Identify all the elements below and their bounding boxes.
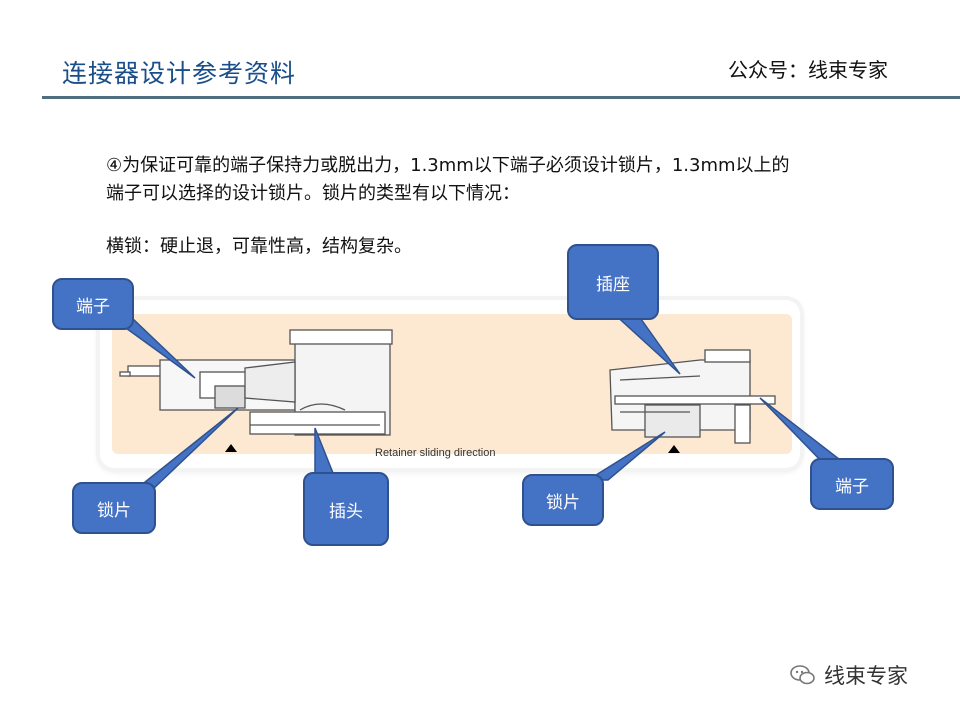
callout-socket: 插座 [567, 244, 659, 320]
retainer-direction-label: Retainer sliding direction [375, 447, 495, 459]
left-direction-marker [225, 444, 237, 452]
callout-right-terminal: 端子 [810, 458, 894, 510]
description-paragraph: ④为保证可靠的端子保持力或脱出力，1.3mm以下端子必须设计锁片，1.3mm以上… [106, 152, 936, 208]
callout-left-lock: 锁片 [72, 482, 156, 534]
right-connector-drawing [609, 349, 776, 444]
left-connector-drawing [119, 329, 393, 436]
callout-right-lock: 锁片 [522, 474, 604, 526]
page-title: 连接器设计参考资料 [62, 59, 297, 88]
watermark-text: 线束专家 [824, 664, 908, 688]
watermark: 线束专家 [790, 660, 908, 690]
paragraph-line-1: ④为保证可靠的端子保持力或脱出力，1.3mm以下端子必须设计锁片，1.3mm以上… [106, 155, 790, 176]
lock-type-description: 横锁：硬止退，可靠性高，结构复杂。 [106, 236, 412, 257]
callout-left-terminal: 端子 [52, 278, 134, 330]
wechat-icon [790, 665, 815, 685]
right-direction-marker [668, 445, 680, 453]
header-divider [42, 96, 960, 99]
callout-plug: 插头 [303, 472, 389, 546]
paragraph-line-2: 端子可以选择的设计锁片。锁片的类型有以下情况： [106, 183, 520, 204]
account-label: 公众号：线束专家 [728, 58, 888, 82]
